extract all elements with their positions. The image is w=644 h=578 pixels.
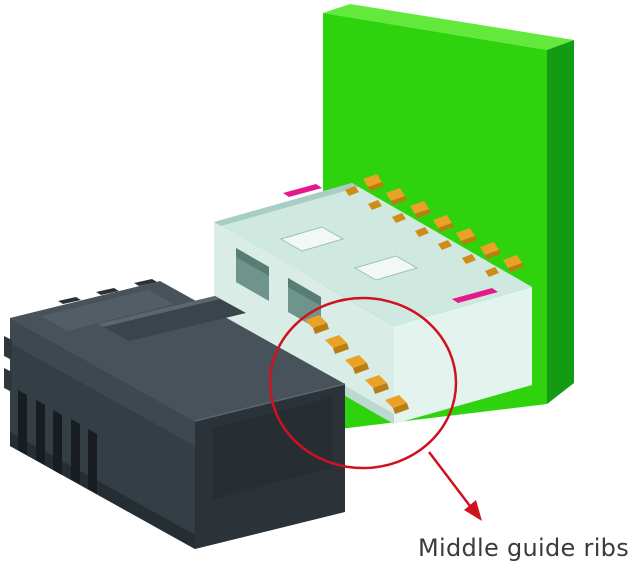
plug-groove [53, 410, 62, 475]
keying-mark [452, 288, 498, 303]
plug-connector [4, 279, 346, 549]
guide-rib-pin-shadow [333, 343, 349, 354]
guide-rib-pin [325, 335, 347, 348]
highlight-circle [268, 296, 458, 470]
solder-pin [433, 215, 452, 228]
receptacle-housing [214, 174, 532, 424]
cavity-shadow [236, 248, 269, 276]
solder-pin [462, 254, 476, 264]
plug-latch-block [98, 296, 246, 341]
solder-pin-shadow [438, 223, 454, 232]
keying-marks [283, 184, 498, 303]
callout-arrow-line [428, 451, 471, 507]
guide-rib-pin-shadow [353, 363, 369, 374]
solder-pin [345, 186, 359, 196]
guide-rib-pins [305, 315, 407, 408]
guide-rib-pin-shadows [313, 323, 409, 414]
plug-left-tab [4, 368, 12, 392]
plug-top-ridge [58, 297, 81, 304]
solder-pin [480, 242, 499, 255]
top-slot [353, 255, 419, 281]
guide-rib-pin-shadow [373, 383, 389, 394]
housing-back-lip [214, 183, 359, 226]
housing-top-face [214, 183, 532, 326]
guide-rib-pin-shadow [393, 403, 409, 414]
solder-pin-shadow [368, 182, 384, 191]
solder-pin [392, 213, 406, 223]
keying-mark [283, 184, 322, 197]
guide-rib-pin [345, 355, 367, 368]
solder-pin [363, 174, 382, 187]
solder-pin-row-outer-shadow [368, 182, 524, 272]
plug-groove [88, 429, 97, 494]
plug-front-face [10, 318, 195, 549]
solder-pin [438, 240, 452, 250]
top-slot [279, 226, 345, 252]
pcb-side-face [547, 40, 574, 404]
plug-top-ridge [134, 279, 157, 286]
callout-label: Middle guide ribs [418, 534, 630, 562]
solder-pin [503, 255, 522, 268]
plug-edge-highlight [194, 383, 346, 422]
plug-latch-block [41, 290, 174, 331]
plug-groove [18, 390, 27, 455]
plug-front-grooves [18, 390, 97, 494]
plug-groove [36, 400, 45, 465]
annotation-group [268, 296, 482, 521]
plug-left-tab [4, 336, 12, 360]
pcb-top-face [323, 4, 574, 50]
plug-latch-edge [98, 296, 220, 327]
solder-pin [456, 228, 475, 241]
solder-pin [386, 188, 405, 201]
plug-front-upper-band [10, 318, 195, 446]
solder-pin-shadow [508, 263, 524, 272]
plug-side-panel [213, 397, 332, 499]
solder-pin-shadow [391, 196, 407, 205]
plug-top-ridge [96, 288, 119, 295]
guide-rib-pin [385, 395, 407, 408]
plug-groove [71, 419, 80, 484]
guide-rib-pin [365, 375, 387, 388]
solder-pin [415, 227, 429, 237]
solder-pin [485, 267, 499, 277]
solder-pin [368, 200, 382, 210]
solder-pin-shadow [461, 236, 477, 245]
solder-pin-shadow [415, 209, 431, 218]
cavity-shadow [288, 278, 321, 306]
solder-pin-shadow [485, 250, 501, 259]
solder-pin [410, 201, 429, 214]
guide-rib-pin-shadow [313, 323, 329, 334]
guide-rib-pin [305, 315, 327, 328]
solder-pin-row-outer [363, 174, 522, 268]
solder-pin-row-inner [345, 186, 499, 277]
callout-arrowhead [464, 500, 482, 521]
